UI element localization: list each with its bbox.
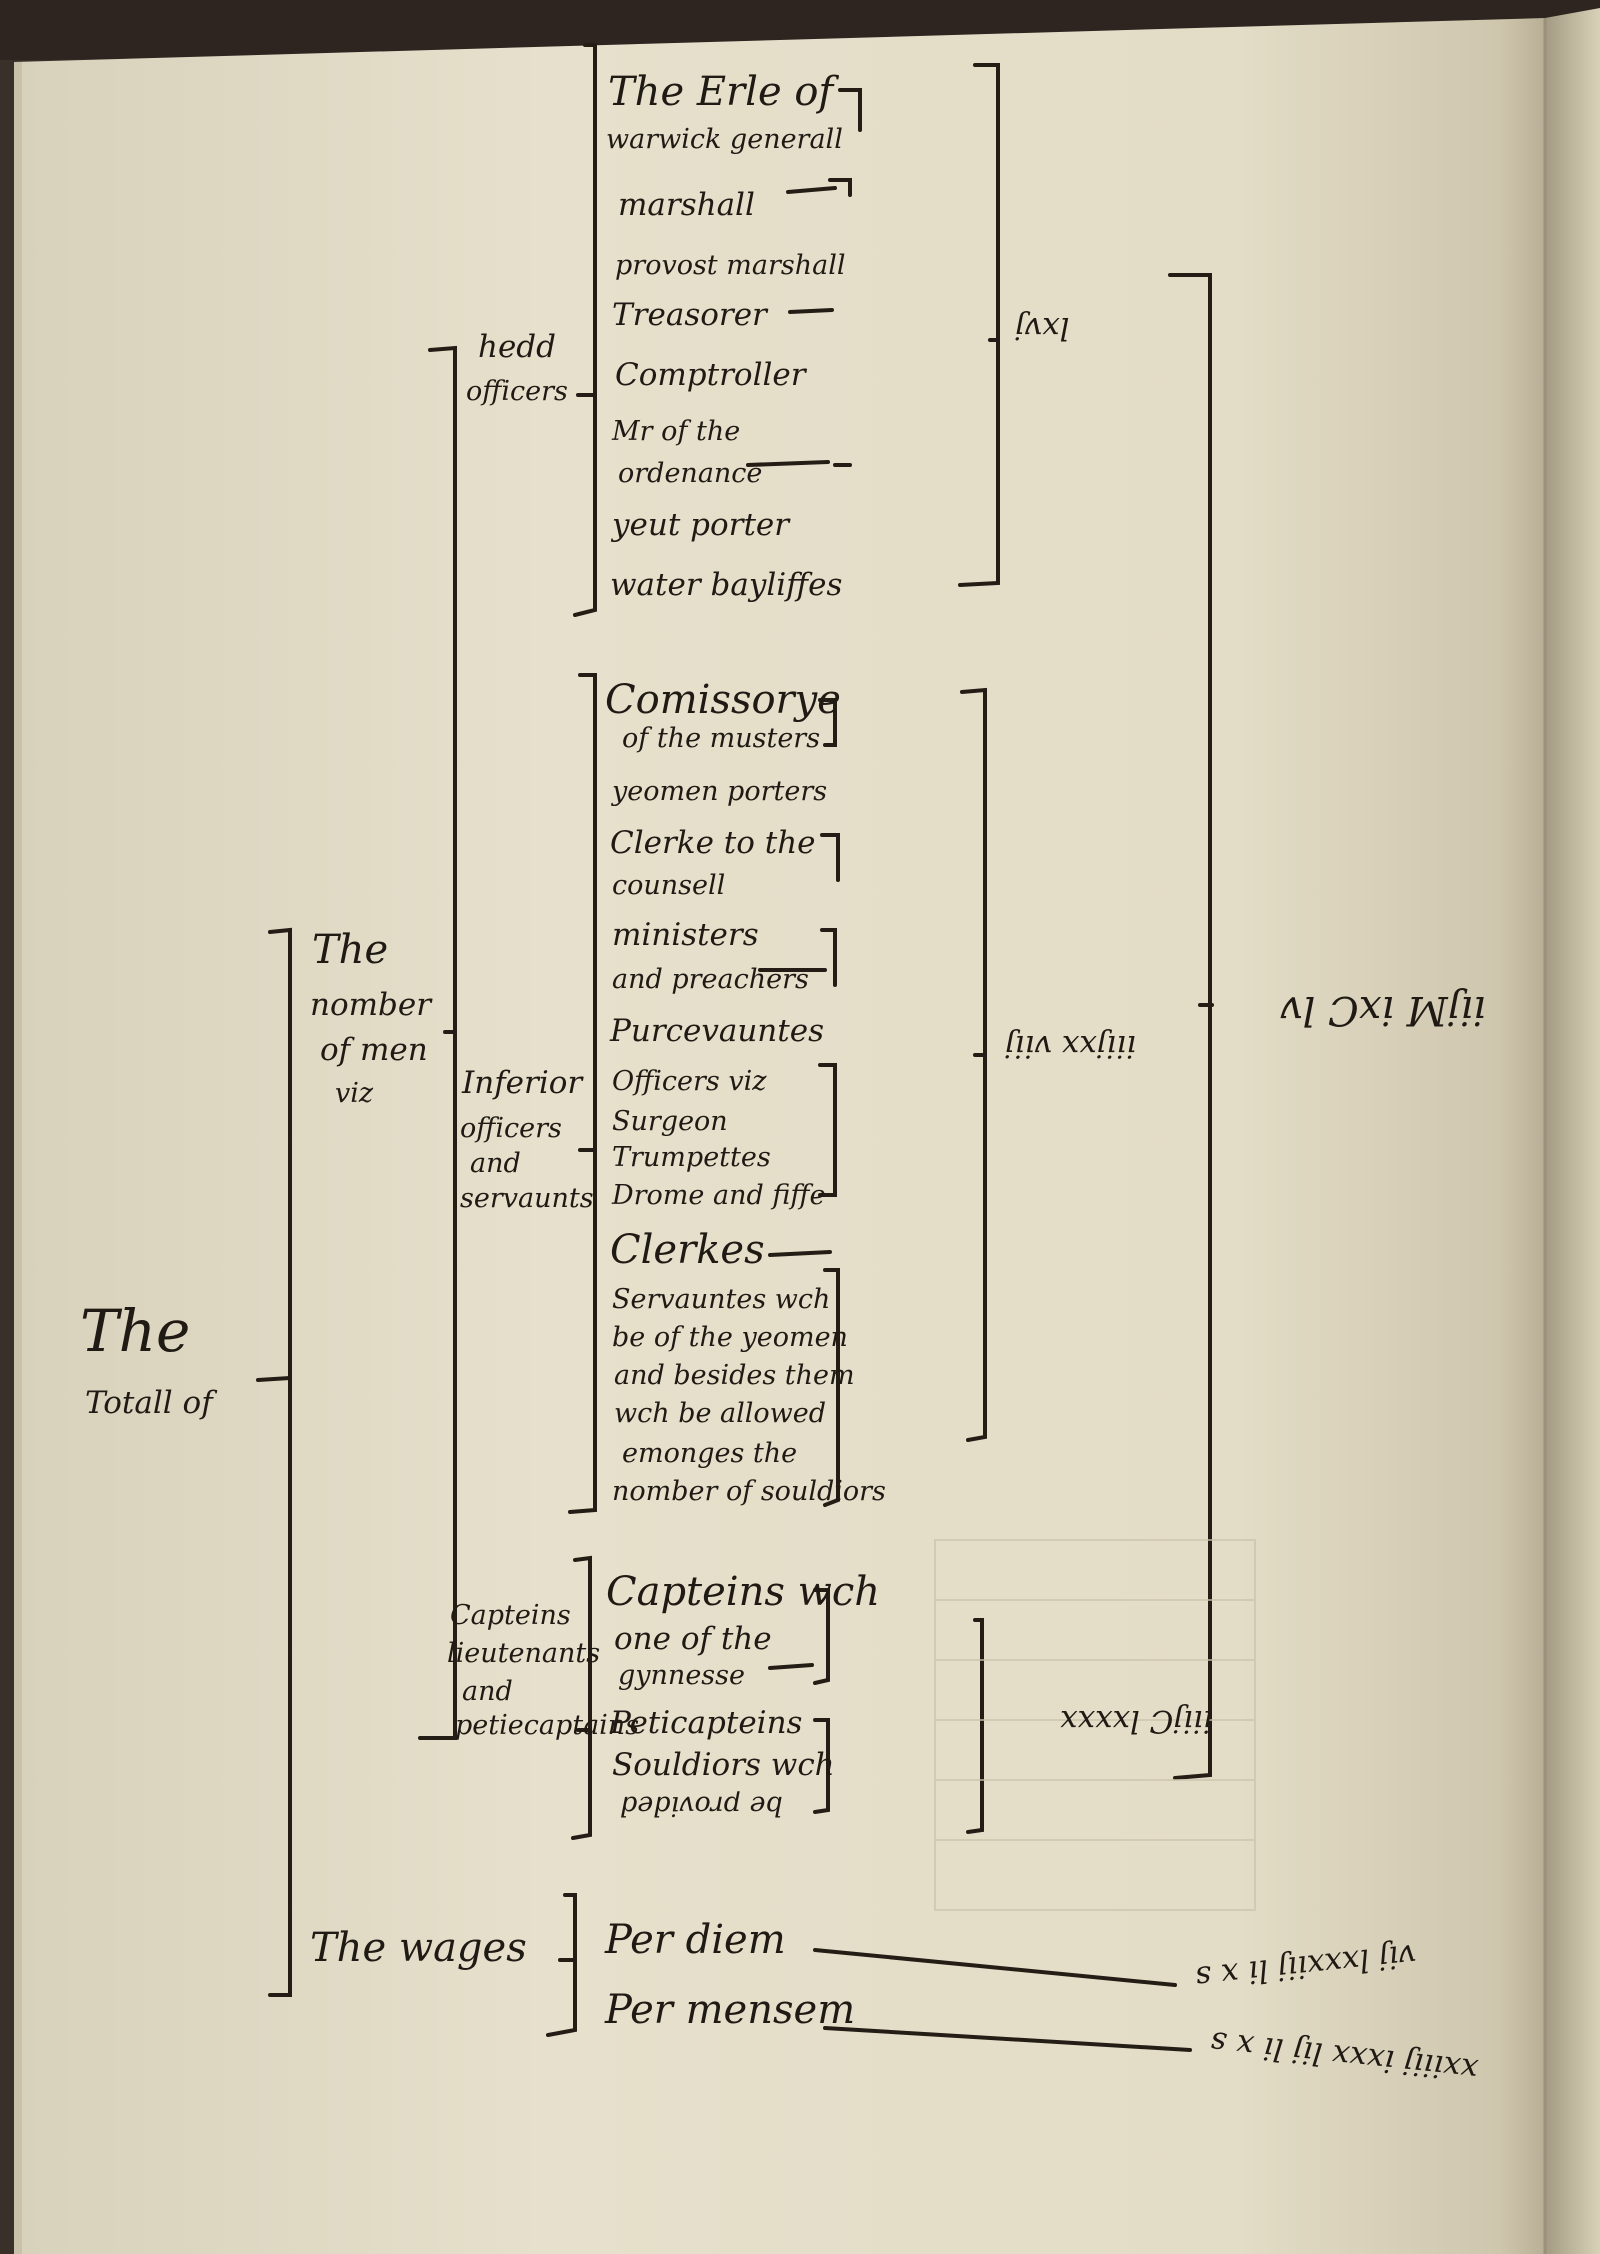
entry-clerkes: Clerkes bbox=[610, 1227, 765, 1273]
entry-emonges: emonges the bbox=[622, 1438, 798, 1469]
captains-label-1: Capteins bbox=[450, 1600, 571, 1631]
head-officers-subtotal: lxvj bbox=[1015, 310, 1070, 346]
captains-label-3: and bbox=[462, 1676, 513, 1707]
entry-souldiors: nomber of souldiors bbox=[612, 1476, 886, 1507]
captains-subtotal: iiijC lxxxx bbox=[1060, 1703, 1213, 1739]
captains-label-4: petiecaptains bbox=[455, 1710, 640, 1741]
entry-porter: yeut porter bbox=[612, 507, 790, 543]
head-officers-label-1: hedd bbox=[478, 329, 556, 365]
entry-officers: Officers viz bbox=[612, 1066, 767, 1097]
entry-besides: and besides them bbox=[614, 1360, 855, 1391]
head-officers-label-2: officers bbox=[466, 376, 568, 407]
entry-ministers: ministers bbox=[612, 917, 759, 953]
entry-musters: of the musters bbox=[622, 723, 821, 754]
entry-master-ordenance: Mr of the bbox=[612, 416, 741, 447]
wages-per-diem: Per diem bbox=[605, 1917, 786, 1963]
entry-purcevauntes: Purcevauntes bbox=[610, 1013, 824, 1049]
entry-treasorer: Treasorer bbox=[612, 297, 767, 333]
entry-servauntes: Servauntes wch bbox=[612, 1284, 831, 1315]
inferior-label-1: Inferior bbox=[462, 1065, 583, 1101]
entry-trumpettes: Trumpettes bbox=[612, 1142, 771, 1173]
entry-drome: Drome and fiffe bbox=[612, 1180, 826, 1211]
entry-yeomen: be of the yeomen bbox=[612, 1322, 848, 1353]
entry-provost: provost marshall bbox=[615, 250, 846, 281]
entry-marshall: marshall bbox=[618, 187, 755, 223]
total-label-line2: Totall of bbox=[85, 1385, 213, 1421]
entry-comptroller: Comptroller bbox=[615, 357, 806, 393]
number-of-men-label-2: nomber bbox=[310, 987, 432, 1023]
entry-clerke: Clerke to the bbox=[610, 825, 816, 861]
inferior-label-2: officers bbox=[460, 1113, 562, 1144]
entry-souldiors-wch: Souldiors wch bbox=[612, 1747, 835, 1783]
grand-total: iijM ixC lv bbox=[1280, 987, 1486, 1033]
entry-capteins: Capteins wch bbox=[606, 1569, 881, 1615]
entry-water-bayliffes: water bayliffes bbox=[610, 567, 843, 603]
entry-peticapteins: Peticapteins bbox=[610, 1705, 803, 1741]
entry-gynnesse: gynnesse bbox=[618, 1660, 745, 1691]
captains-label-2: lieutenants bbox=[447, 1638, 601, 1669]
number-of-men-label-4: viz bbox=[335, 1078, 374, 1109]
entry-one-of-the: one of the bbox=[614, 1621, 772, 1657]
wages-label: The wages bbox=[310, 1925, 527, 1971]
entry-surgeon: Surgeon bbox=[612, 1106, 728, 1137]
inferior-subtotal: iiijxx viij bbox=[1005, 1028, 1137, 1064]
entry-comissorye: Comissorye bbox=[605, 677, 841, 723]
entry-yeomen-porters: yeomen porters bbox=[612, 776, 828, 807]
entry-erle: The Erle of bbox=[608, 69, 834, 115]
inferior-label-4: servaunts bbox=[460, 1183, 594, 1214]
entry-counsell: counsell bbox=[612, 870, 726, 901]
inferior-label-3: and bbox=[470, 1148, 521, 1179]
total-label-line1: The bbox=[80, 1297, 191, 1365]
wages-per-mensem: Per mensem bbox=[605, 1987, 856, 2033]
entry-warwick: warwick generall bbox=[606, 124, 843, 155]
number-of-men-label-3: of men bbox=[320, 1032, 428, 1068]
number-of-men-label-1: The bbox=[312, 927, 389, 973]
entry-preachers: and preachers bbox=[612, 964, 809, 995]
entry-provided: be provided bbox=[620, 1790, 783, 1821]
entry-allowed: wch be allowed bbox=[614, 1398, 827, 1429]
entry-ordenance: ordenance bbox=[618, 458, 763, 489]
